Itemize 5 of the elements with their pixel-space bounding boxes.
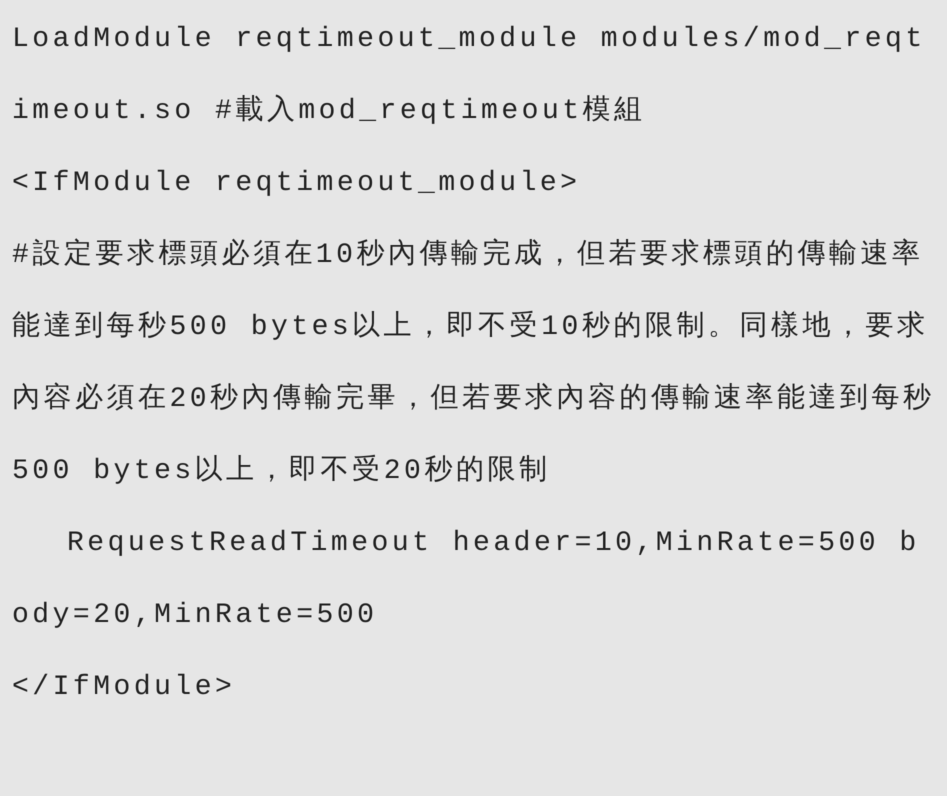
code-line: RequestReadTimeout header=10,MinRate=500 body=20,MinRate=500: [12, 527, 921, 633]
comment-text: #設定要求標頭必須在10秒內傳輸完成，但若要求標頭的傳輸速率能達到每秒500 bytes以上，即不受10秒的限制。同樣地，要求內容必須在20秒內傳輸完畢，但若要求內容的傳輸速率能達到每秒500 bytes以上，即不受20秒的限制: [12, 237, 936, 489]
code-line: LoadModule reqtimeout_module modules/mod_reqtimeout.so #載入mod_reqtimeout模組: [12, 23, 927, 129]
code-line: </IfModule>: [12, 671, 236, 705]
code-line: <IfModule reqtimeout_module>: [12, 167, 582, 201]
